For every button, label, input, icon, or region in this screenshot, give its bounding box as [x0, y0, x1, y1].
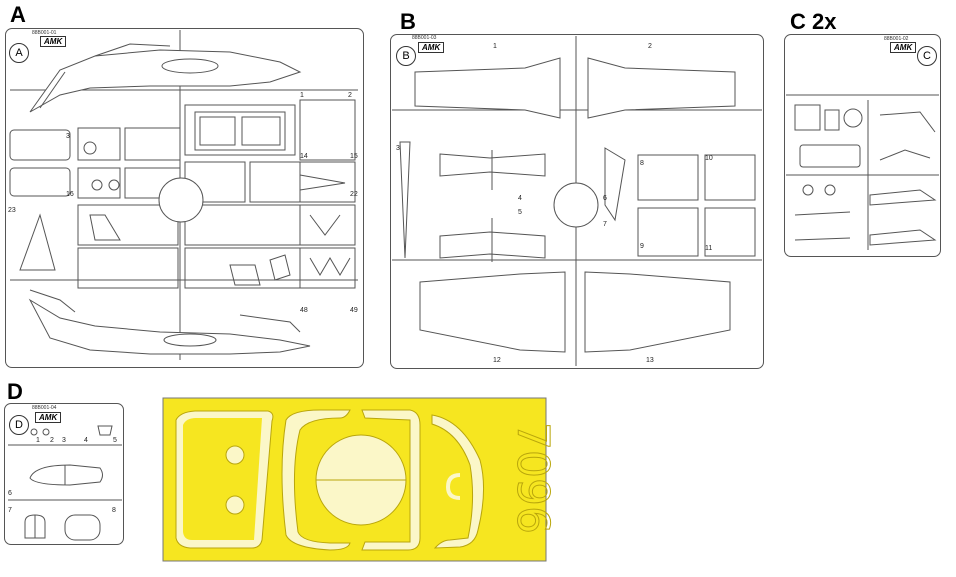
sprue-b-tag: B: [396, 46, 416, 66]
svg-text:3: 3: [396, 145, 400, 152]
sprue-c-parts: [786, 94, 939, 250]
svg-text:5: 5: [113, 437, 117, 444]
svg-text:1: 1: [493, 43, 497, 50]
svg-text:16: 16: [66, 191, 74, 198]
mask-number: 7096: [507, 422, 558, 534]
svg-text:3: 3: [62, 437, 66, 444]
svg-text:8: 8: [640, 160, 644, 167]
svg-text:4: 4: [518, 195, 522, 202]
sprue-code-c: 88B001-02: [884, 36, 909, 42]
svg-text:9: 9: [640, 243, 644, 250]
sprue-c-frame: [784, 34, 941, 257]
svg-text:8: 8: [112, 507, 116, 514]
svg-text:10: 10: [705, 155, 713, 162]
brand-logo-d: AMK: [35, 412, 62, 423]
sprue-d-parts: [8, 425, 122, 541]
sprue-c-tag: C: [917, 46, 937, 66]
svg-text:1: 1: [36, 437, 40, 444]
sprue-code-b: 88B001-03: [412, 35, 437, 41]
sprue-b-parts: [392, 36, 762, 366]
svg-text:6: 6: [8, 490, 12, 497]
svg-text:12: 12: [493, 357, 501, 364]
sprue-b-label: B: [400, 9, 416, 34]
sprue-c-label: C 2x: [790, 9, 837, 34]
svg-text:48: 48: [300, 307, 308, 314]
sprue-d-tag: D: [9, 415, 29, 435]
sprue-code-d: 88B001-04: [32, 405, 57, 411]
svg-text:13: 13: [646, 357, 654, 364]
svg-text:2: 2: [648, 43, 652, 50]
sprue-code-a: 88B001-01: [32, 30, 57, 36]
brand-logo-a: AMK: [40, 36, 67, 47]
svg-text:3: 3: [66, 133, 70, 140]
svg-text:6: 6: [603, 195, 607, 202]
svg-text:2: 2: [348, 92, 352, 99]
sprue-a-tag: A: [9, 43, 29, 63]
svg-text:7: 7: [8, 507, 12, 514]
brand-logo-c: AMK: [890, 42, 917, 53]
svg-text:49: 49: [350, 307, 358, 314]
svg-text:7: 7: [603, 221, 607, 228]
sprue-a-parts: [9, 30, 358, 360]
svg-text:1: 1: [300, 92, 304, 99]
brand-logo-b: AMK: [418, 42, 445, 53]
svg-text:2: 2: [50, 437, 54, 444]
svg-text:23: 23: [8, 207, 16, 214]
mask-sheet: 7096: [162, 397, 559, 562]
sprue-d-label: D: [7, 379, 23, 404]
part-numbers: 1 2 3 16 23 14 15 22 48 49 1 2 3 4 5 6 7…: [8, 43, 713, 514]
svg-text:11: 11: [705, 245, 712, 252]
svg-text:22: 22: [350, 191, 358, 198]
svg-text:15: 15: [350, 153, 358, 160]
svg-text:14: 14: [300, 153, 308, 160]
svg-text:5: 5: [518, 209, 522, 216]
svg-text:4: 4: [84, 437, 88, 444]
sprue-a-label: A: [10, 2, 26, 27]
